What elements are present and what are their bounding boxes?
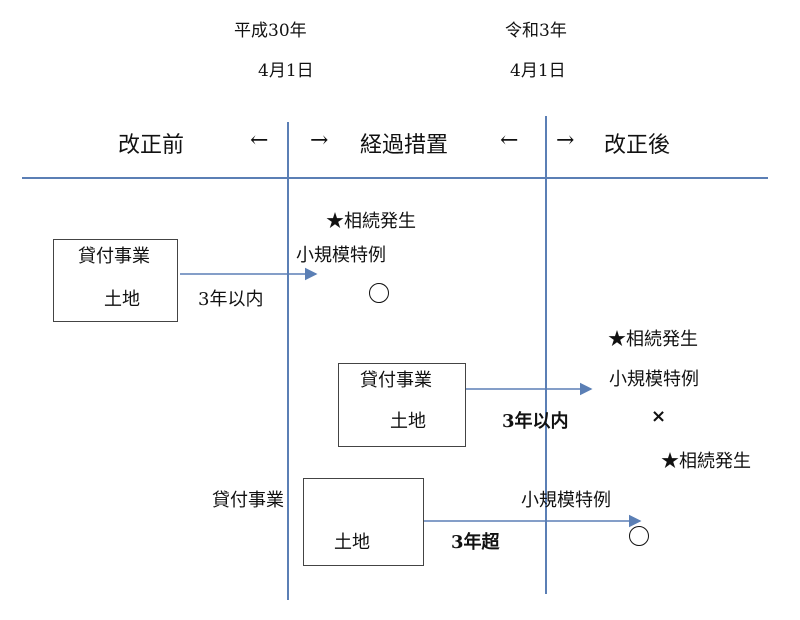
case3-special: 小規模特例 xyxy=(521,490,611,511)
arrow-right-2: → xyxy=(556,128,575,153)
arrow-left-1: ← xyxy=(250,128,269,153)
case2-cross-icon: × xyxy=(651,406,667,427)
case2-event: ★相続発生 xyxy=(608,329,698,350)
case3-circle-icon xyxy=(629,526,649,546)
case1-special: 小規模特例 xyxy=(296,245,386,266)
case3-period: 3年超 xyxy=(451,532,500,553)
case3-asset-land: 土地 xyxy=(334,532,370,553)
section-before: 改正前 xyxy=(118,133,185,158)
case3-asset-label: 貸付事業 xyxy=(212,490,284,511)
arrow-right-1: → xyxy=(310,128,329,153)
section-transition: 経過措置 xyxy=(360,133,449,158)
case1-asset-label: 貸付事業 xyxy=(78,246,150,267)
case2-asset-label: 貸付事業 xyxy=(360,370,432,391)
arrow-left-2: ← xyxy=(500,128,519,153)
case1-period: 3年以内 xyxy=(198,289,264,310)
case2-special: 小規模特例 xyxy=(609,369,699,390)
case1-event: ★相続発生 xyxy=(326,211,416,232)
date-h30-day: 4月1日 xyxy=(258,61,314,81)
case1-circle-icon xyxy=(369,283,389,303)
date-r3-era: 令和3年 xyxy=(505,21,567,41)
date-h30-era: 平成30年 xyxy=(234,21,307,41)
case1-asset-land: 土地 xyxy=(104,289,140,310)
date-r3-day: 4月1日 xyxy=(510,61,566,81)
case3-event: ★相続発生 xyxy=(661,451,751,472)
case2-asset-box xyxy=(338,363,466,447)
section-after: 改正後 xyxy=(604,133,671,158)
case2-period: 3年以内 xyxy=(502,411,569,432)
case3-asset-box xyxy=(303,478,424,566)
case2-asset-land: 土地 xyxy=(390,411,426,432)
case1-asset-box xyxy=(53,239,178,322)
